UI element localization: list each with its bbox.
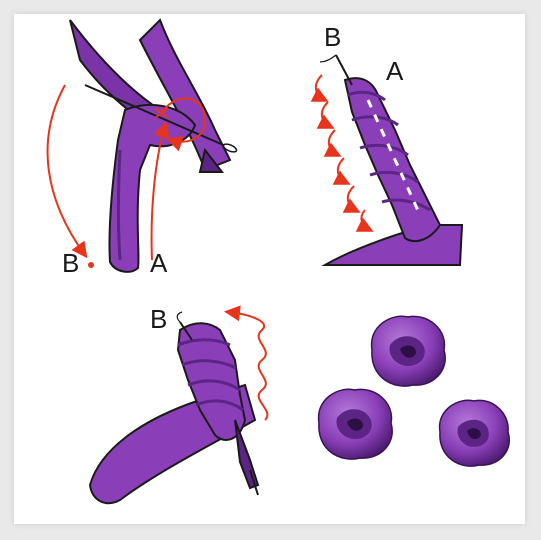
rosette [372,316,446,386]
step2-arrow-1 [316,75,325,100]
step2-thread [320,55,336,62]
step2-arrow-2 [322,102,331,127]
step2-label-a: A [386,56,404,86]
step1-illustration: B A [48,20,238,278]
needle-icon [336,55,352,85]
step3-illustration: B [90,304,267,503]
step2-fabric-base [325,225,462,265]
step1-fabric-shade [119,150,121,260]
step2-label-b: B [324,22,341,52]
step2-fabric-gathered [345,78,440,241]
step2-arrow-6 [361,210,370,230]
step2-arrow-4 [338,158,347,183]
step3-fabric-tail [235,420,258,488]
step1-fabric-strip-back [140,20,230,170]
rosette [440,400,510,466]
step2-illustration: B A [316,22,462,265]
step1-label-b: B [62,248,79,278]
step1-dot-b [88,262,94,268]
step1-arrow-left [48,85,85,255]
step3-thread [177,312,182,322]
step1-label-a: A [150,248,168,278]
step4-illustration [319,316,510,466]
rosette [319,389,393,459]
step2-arrow-3 [329,130,338,155]
step2-arrow-5 [348,186,357,211]
step3-label-b: B [150,304,167,334]
